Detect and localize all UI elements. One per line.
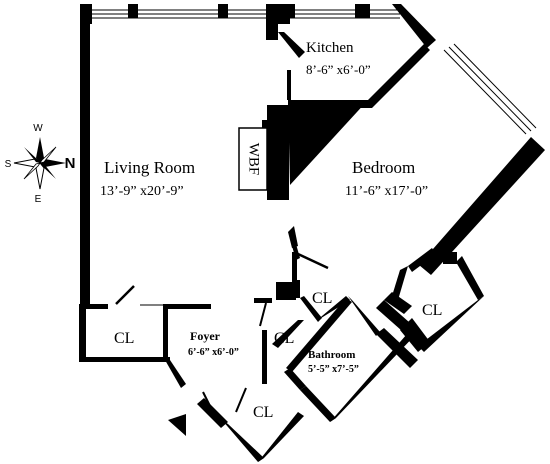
- bedroom-closet-label: CL: [422, 302, 442, 319]
- bedroom-closet-walls: [376, 248, 484, 352]
- compass-west: W: [33, 123, 43, 134]
- bathroom-dims: 5’-5” x7’-5”: [308, 364, 359, 375]
- compass-east: E: [35, 194, 42, 205]
- bedroom-name: Bedroom: [352, 158, 415, 177]
- bedroom-window: [443, 43, 537, 135]
- compass-star-icon: [13, 137, 66, 190]
- bedroom-dims: 11’-6” x17’-0”: [345, 184, 428, 199]
- kitchen-walls: [266, 20, 430, 185]
- wood-burning-fireplace: [238, 127, 268, 191]
- living-closet-label: CL: [114, 330, 134, 347]
- foyer-closet-label: CL: [274, 330, 294, 347]
- top-window: [92, 9, 400, 19]
- kitchen-name: Kitchen: [306, 40, 354, 56]
- compass-south: S: [5, 159, 12, 170]
- bathroom-name: Bathroom: [308, 349, 355, 361]
- kitchen-dims: 8’-6” x6’-0”: [306, 62, 371, 77]
- center-walls: [254, 226, 380, 384]
- outer-walls: [80, 4, 545, 305]
- living-room-dims: 13’-9” x20’-9”: [100, 184, 184, 199]
- foyer-dims: 6’-6” x6’-0”: [188, 347, 239, 358]
- foyer-name: Foyer: [190, 329, 221, 343]
- bathroom-walls: [284, 298, 430, 422]
- fireplace-label: WBF: [246, 143, 262, 176]
- compass-rose: W S E N: [5, 123, 76, 205]
- living-room-name: Living Room: [104, 158, 195, 177]
- living-closet: [79, 285, 170, 362]
- foyer-walls: [163, 304, 304, 462]
- bath-closet-label: CL: [253, 404, 273, 421]
- center-closet-label: CL: [312, 290, 332, 307]
- compass-north: N: [65, 155, 76, 172]
